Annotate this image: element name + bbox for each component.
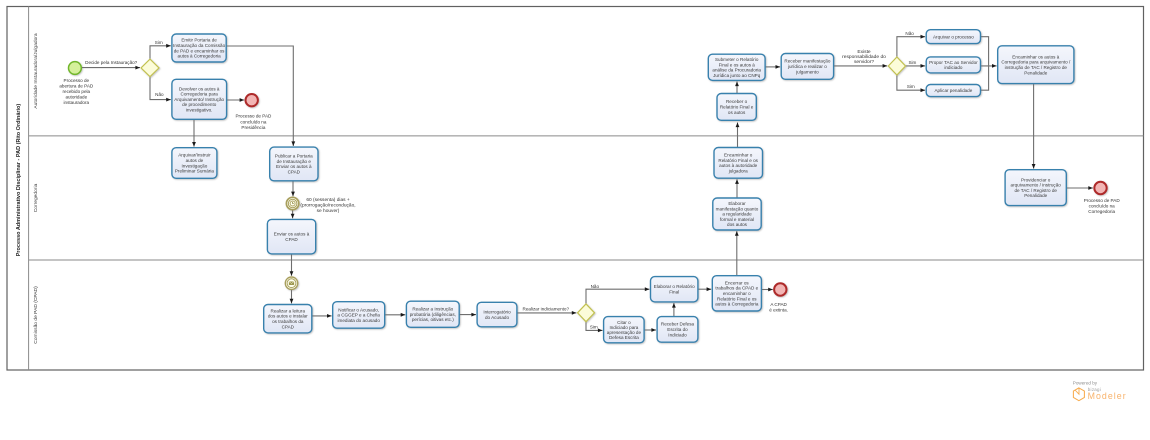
svg-text:Decide pela Instauração?: Decide pela Instauração? <box>85 60 138 65</box>
svg-text:Aplicar penalidade: Aplicar penalidade <box>934 88 972 93</box>
svg-text:Sim: Sim <box>590 324 598 329</box>
svg-text:Não: Não <box>905 31 914 36</box>
svg-text:Autoridade Instauradora/Julgad: Autoridade Instauradora/Julgadora <box>33 33 39 109</box>
svg-text:bizagi: bizagi <box>1088 387 1101 392</box>
svg-text:Não: Não <box>591 284 600 289</box>
svg-text:Arquivar o processo: Arquivar o processo <box>933 34 974 39</box>
svg-text:Realizar indiciamento?: Realizar indiciamento? <box>523 307 570 312</box>
svg-text:Modeler: Modeler <box>1088 391 1127 401</box>
svg-text:60 (sessenta) dias +(prorrogaç: 60 (sessenta) dias +(prorrogação/recondu… <box>300 197 355 214</box>
svg-text:Processo Administrativo Discip: Processo Administrativo Disciplinar - PA… <box>16 104 22 257</box>
svg-text:Não: Não <box>155 92 164 97</box>
svg-text:Comissão de PAD (CPAD): Comissão de PAD (CPAD) <box>33 286 39 344</box>
svg-text:Powered by: Powered by <box>1073 381 1098 386</box>
svg-text:Sim: Sim <box>907 84 915 89</box>
svg-text:Notificar o Acusado,a CGGEP e: Notificar o Acusado,a CGGEP e a Chefiaim… <box>337 307 380 323</box>
svg-text:Sim: Sim <box>155 40 163 45</box>
svg-text:Corregedoria: Corregedoria <box>33 183 39 212</box>
svg-text:Sim: Sim <box>908 60 916 65</box>
